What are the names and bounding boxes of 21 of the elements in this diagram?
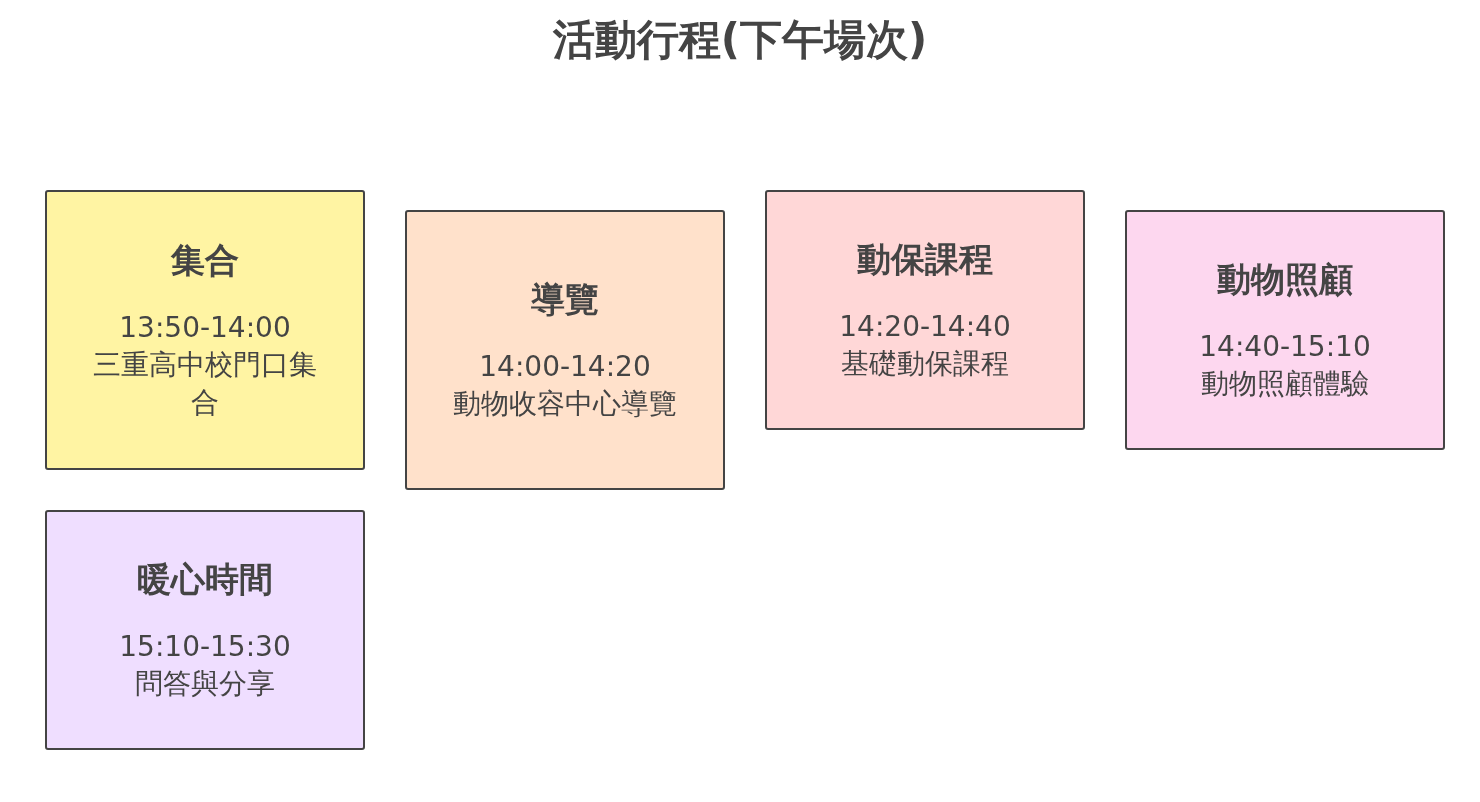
time-text: 14:00-14:20: [479, 349, 651, 385]
description-text: 動物照顧體驗: [1201, 366, 1369, 402]
description-text: 問答與分享: [135, 666, 275, 702]
time-text: 15:10-15:30: [119, 629, 291, 665]
card-heading: 導覽: [531, 278, 599, 321]
note-card: [45, 190, 365, 470]
card-heading: 動物照顧: [1217, 258, 1353, 301]
card-heading: 暖心時間: [137, 558, 273, 601]
note-card: [405, 210, 725, 490]
time-text: 14:40-15:10: [1199, 329, 1371, 365]
card-heading: 集合: [171, 239, 239, 282]
note-card: [765, 190, 1085, 430]
title: 活動行程(下午場次): [552, 14, 928, 66]
description-text: 基礎動保課程: [841, 346, 1009, 382]
description-text: 動物收容中心導覽: [453, 386, 677, 422]
note-card: [1125, 210, 1445, 450]
time-text: 13:50-14:00: [119, 310, 291, 346]
note-card: [45, 510, 365, 750]
description-text: 三重高中校門口集合: [92, 347, 318, 421]
time-text: 14:20-14:40: [839, 309, 1011, 345]
card-heading: 動保課程: [857, 238, 993, 281]
